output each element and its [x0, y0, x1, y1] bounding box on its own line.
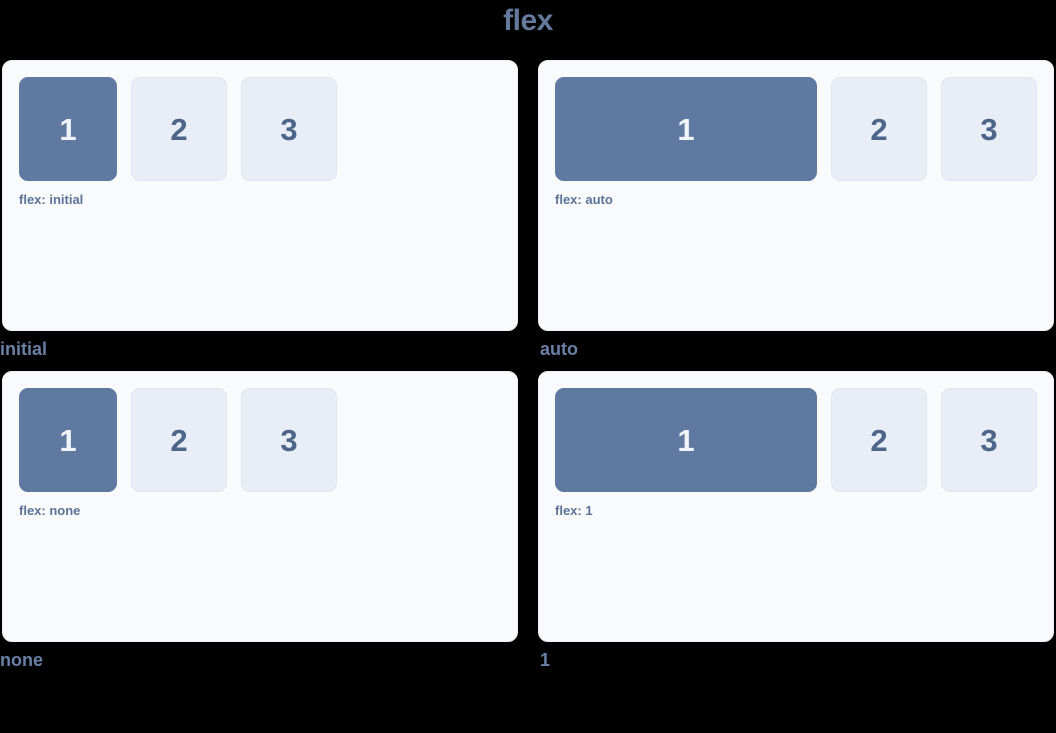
flex-item-3[interactable]: 3: [941, 388, 1037, 492]
flex-item-1[interactable]: 1: [19, 388, 117, 492]
flex-item-2[interactable]: 2: [831, 388, 927, 492]
flex-item-label: 2: [870, 422, 888, 458]
flex-item-label: 1: [59, 111, 77, 147]
demo-cell-initial: 1 2 3 flex: initial initial: [0, 60, 518, 359]
flex-container-none: 1 2 3: [19, 388, 501, 492]
flex-item-label: 2: [170, 111, 188, 147]
flex-item-label: 3: [280, 422, 298, 458]
demo-cell-one: 1 2 3 flex: 1 1: [538, 371, 1054, 670]
flex-container-one: 1 2 3: [555, 388, 1037, 492]
flex-code-label: flex: auto: [555, 192, 613, 207]
flex-item-3[interactable]: 3: [241, 388, 337, 492]
flex-item-3[interactable]: 3: [941, 77, 1037, 181]
demo-panel-one: 1 2 3 flex: 1: [538, 371, 1054, 642]
flex-item-2[interactable]: 2: [831, 77, 927, 181]
demo-panel-none: 1 2 3 flex: none: [2, 371, 518, 642]
demo-cell-none: 1 2 3 flex: none none: [0, 371, 518, 670]
flex-item-label: 1: [677, 422, 695, 458]
flex-container-auto: 1 2 3: [555, 77, 1037, 181]
flex-container-initial: 1 2 3: [19, 77, 501, 181]
demo-caption: auto: [540, 339, 578, 359]
flex-item-label: 3: [280, 111, 298, 147]
flex-item-label: 2: [170, 422, 188, 458]
flex-item-label: 1: [677, 111, 695, 147]
demo-panel-initial: 1 2 3 flex: initial: [2, 60, 518, 331]
flex-code-label: flex: 1: [555, 503, 593, 518]
demo-cell-auto: 1 2 3 flex: auto auto: [538, 60, 1054, 359]
flex-item-1[interactable]: 1: [19, 77, 117, 181]
flex-item-1[interactable]: 1: [555, 388, 817, 492]
flex-item-1[interactable]: 1: [555, 77, 817, 181]
flex-item-2[interactable]: 2: [131, 77, 227, 181]
page-title: flex: [503, 4, 553, 37]
demo-panel-auto: 1 2 3 flex: auto: [538, 60, 1054, 331]
flex-item-label: 3: [980, 422, 998, 458]
flex-item-3[interactable]: 3: [241, 77, 337, 181]
flex-item-label: 2: [870, 111, 888, 147]
demo-caption: initial: [0, 339, 48, 359]
flex-item-label: 3: [980, 111, 998, 147]
demo-caption: none: [0, 650, 43, 670]
flex-item-2[interactable]: 2: [131, 388, 227, 492]
flex-code-label: flex: none: [19, 503, 81, 518]
flex-code-label: flex: initial: [19, 192, 84, 207]
flex-item-label: 1: [59, 422, 77, 458]
demo-caption: 1: [540, 650, 551, 670]
